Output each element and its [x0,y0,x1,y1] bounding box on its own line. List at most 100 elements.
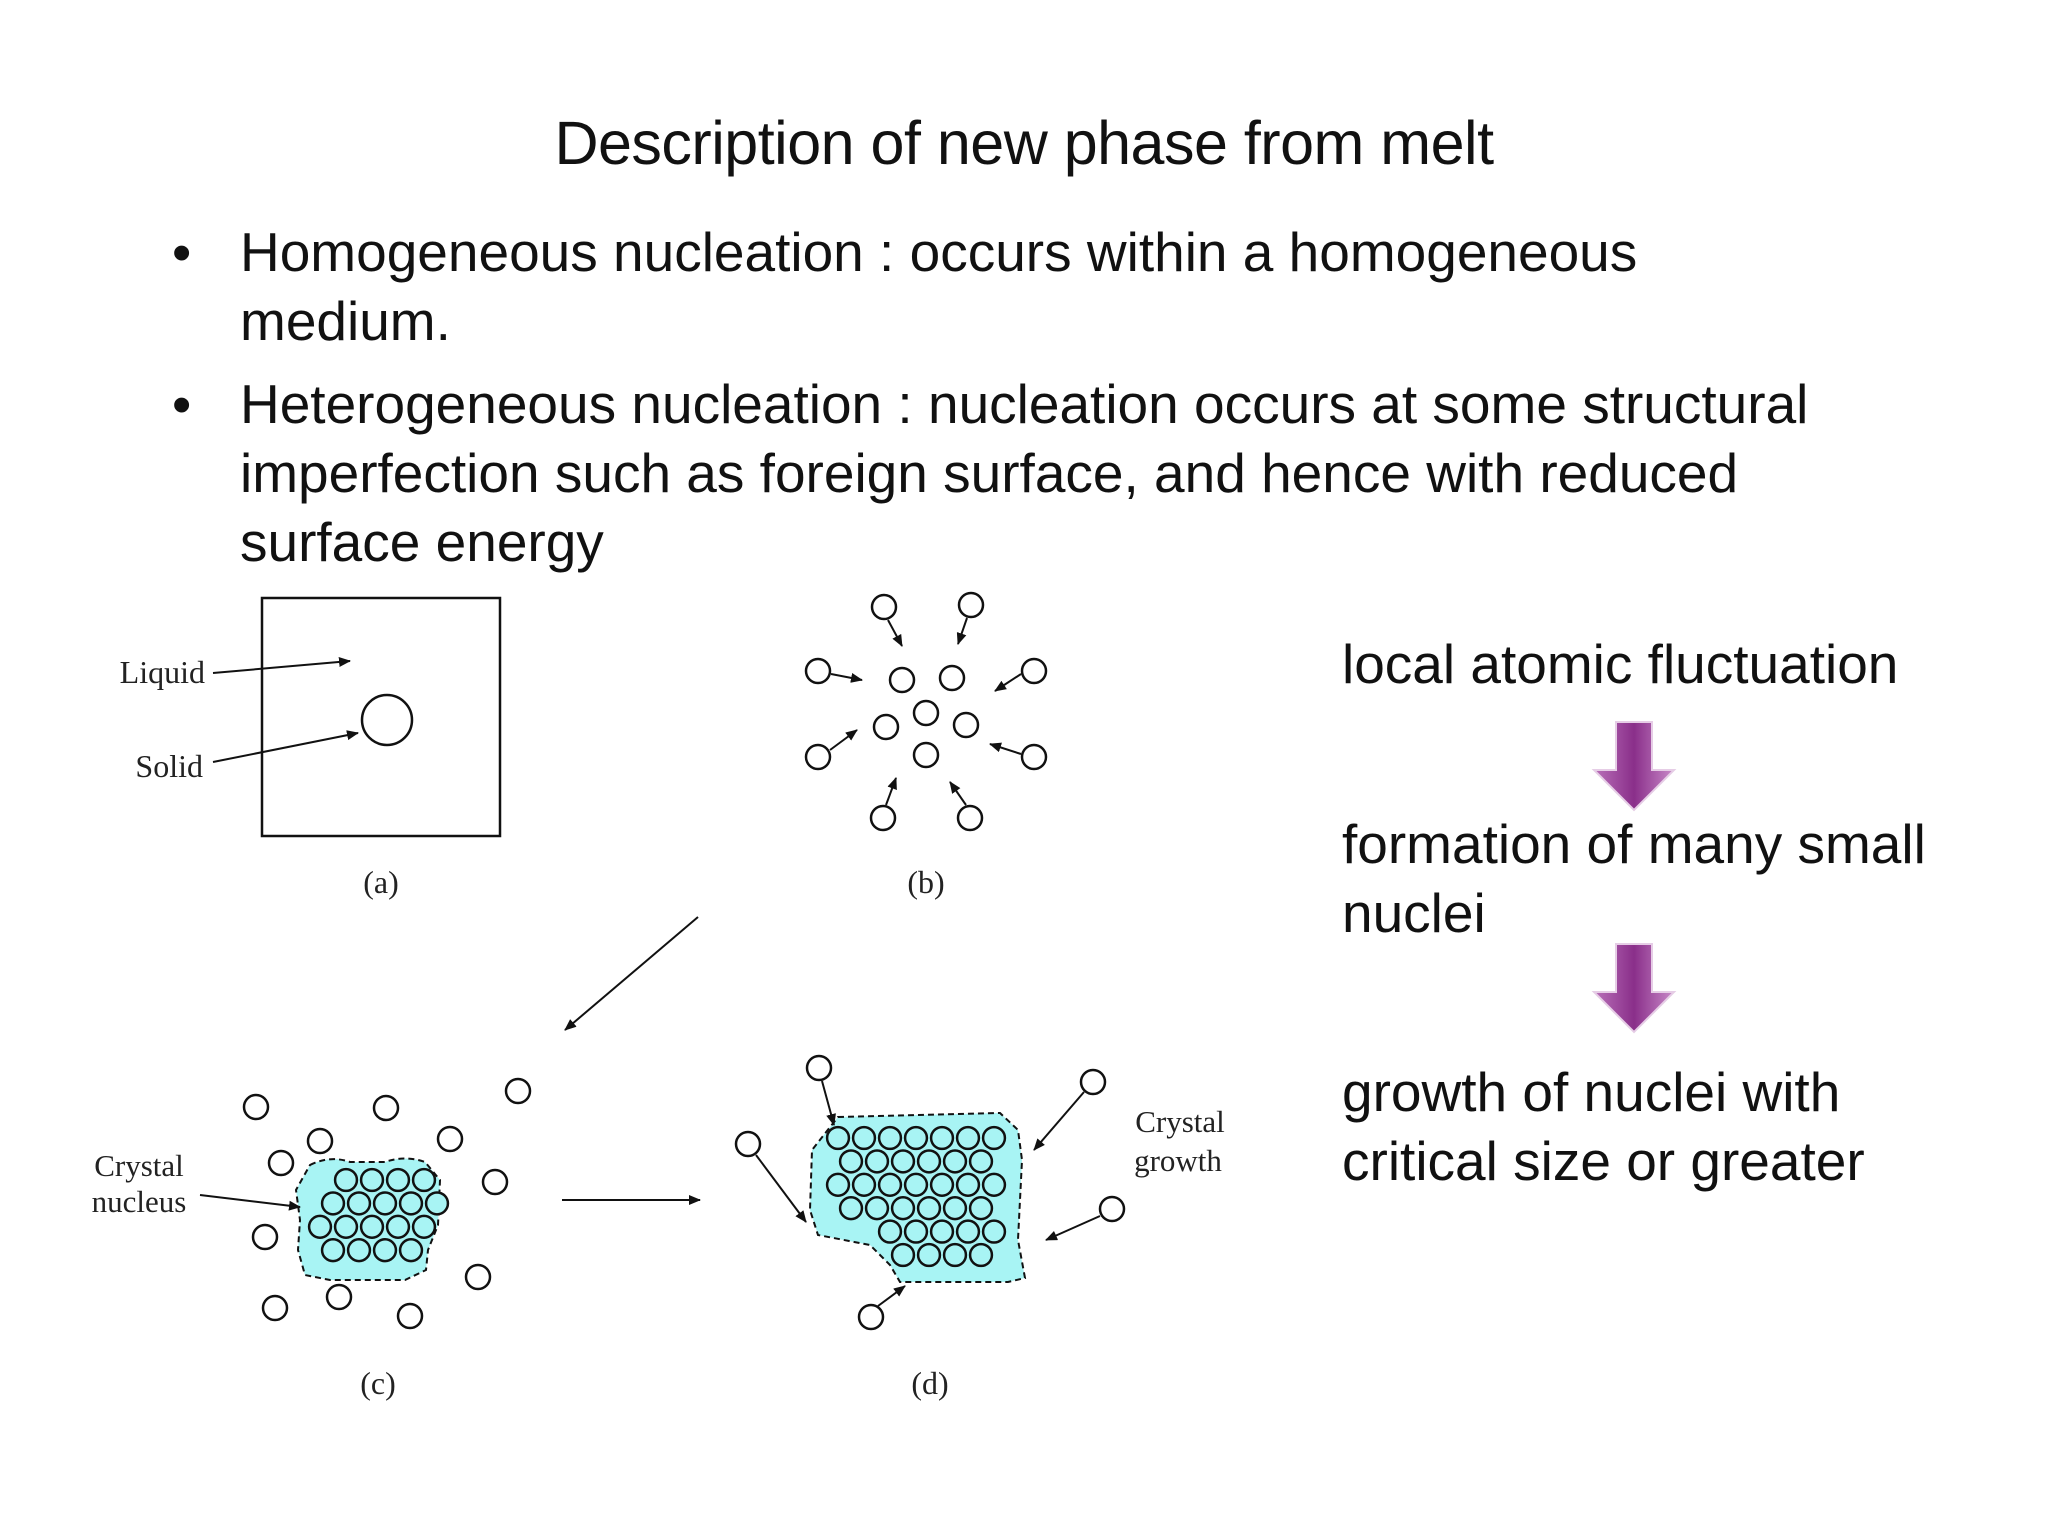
panel-a: Liquid Solid (a) [120,596,502,900]
transition-arrow-b-to-c [564,916,699,1031]
atom [872,713,900,741]
atom [464,1263,492,1291]
liquid-label: Liquid [120,654,205,690]
atom [869,804,897,832]
atom [912,699,940,727]
crystal-atom [916,1196,942,1221]
crystal-atom [981,1125,1007,1151]
atom [1079,1068,1107,1096]
crystal-atom [916,1149,942,1174]
crystal-atom [968,1242,994,1268]
atom [857,1303,885,1331]
atom [436,1125,464,1153]
bullet-text-line: surface energy [240,511,604,573]
crystal-atom [903,1172,929,1197]
crystal-atom [929,1219,955,1244]
crystal-growth-label-1: Crystal [1135,1104,1225,1139]
liquid-box [260,596,502,838]
nucleus-pointer [199,1194,301,1211]
crystal-growth-label-2: growth [1134,1143,1222,1178]
crystal-atom [916,1242,942,1268]
panel-b-arrows [829,617,1022,806]
crystal-atom [359,1167,385,1193]
crystal-atom [877,1125,903,1151]
crystal-atom [981,1172,1007,1197]
atom [396,1302,424,1330]
atom [938,664,966,692]
bullet-homogeneous: • Homogeneous nucleation : occurs within… [172,218,1932,356]
crystal-atom [398,1238,424,1263]
crystal-atom [825,1125,851,1151]
atom [242,1093,270,1121]
crystal-atom [411,1214,437,1239]
crystal-atom [851,1125,877,1151]
bullet-list: • Homogeneous nucleation : occurs within… [172,218,1932,591]
growth-arrows [755,1080,1101,1307]
atom [261,1294,289,1322]
flow-step-3-line-2: critical size or greater [1342,1130,1865,1192]
panel-label-a: (a) [363,864,399,900]
down-arrow-icon [1591,943,1677,1034]
crystal-atom [424,1191,450,1216]
crystal-atom [890,1242,916,1268]
flow-step-2-line-2: nuclei [1342,882,1486,944]
crystal-atom [942,1196,968,1221]
crystal-nucleus-label-1: Crystal [94,1148,184,1183]
page-title: Description of new phase from melt [554,109,1494,177]
crystal-atom [851,1172,877,1197]
atom [888,666,916,694]
atom [804,743,832,771]
atom [912,741,940,769]
crystal-atom [864,1149,890,1174]
crystal-atom [968,1149,994,1174]
atom [952,711,980,739]
solid-pointer [212,730,359,763]
atom [267,1149,295,1177]
crystal-atom [864,1196,890,1221]
crystal-atom [333,1214,359,1239]
crystal-atom [411,1167,437,1193]
crystal-atom [346,1191,372,1216]
crystal-atom [838,1149,864,1174]
crystal-atom [307,1214,333,1239]
crystal-atom [825,1172,851,1197]
growth-atoms [825,1125,1007,1268]
atom [804,657,832,685]
crystal-atom [385,1214,411,1239]
free-atoms-c [242,1077,532,1330]
bullet-text-line: imperfection such as foreign surface, an… [240,442,1739,504]
panel-label-c: (c) [360,1365,396,1401]
crystal-atom [955,1125,981,1151]
atom [1098,1195,1126,1223]
crystal-atom [320,1238,346,1263]
crystal-atom [903,1219,929,1244]
atom [251,1223,279,1251]
crystal-atom [372,1191,398,1216]
atom [1020,743,1048,771]
atom [1020,657,1048,685]
crystal-atom [955,1219,981,1244]
bullet-text-line: Heterogeneous nucleation : nucleation oc… [240,373,1809,435]
atom [306,1127,334,1155]
solid-particle [360,693,414,747]
crystal-atom [968,1196,994,1221]
crystal-atom [903,1125,929,1151]
crystal-atom [981,1219,1007,1244]
crystal-atom [942,1149,968,1174]
down-arrow-icon [1591,721,1677,812]
crystal-atom [890,1149,916,1174]
crystal-atom [398,1191,424,1216]
flow-step-2-line-1: formation of many small [1342,813,1926,875]
atom [956,804,984,832]
crystal-atom [838,1196,864,1221]
solid-label: Solid [135,748,203,784]
atom [870,593,898,621]
crystal-atom [929,1172,955,1197]
atom [805,1054,833,1082]
atom [481,1168,509,1196]
bullet-dot: • [172,373,192,435]
crystal-atom [955,1172,981,1197]
crystal-atom [890,1196,916,1221]
crystal-atom [877,1219,903,1244]
atom [957,591,985,619]
